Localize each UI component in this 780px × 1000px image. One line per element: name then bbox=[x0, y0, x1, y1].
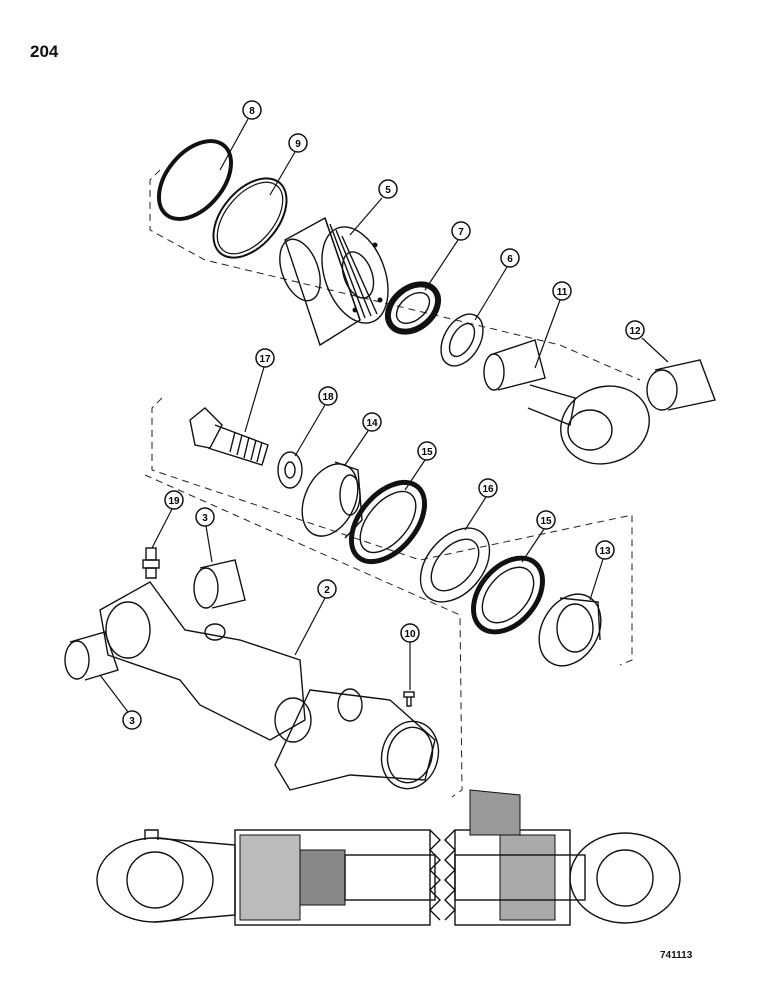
washer-part-18 bbox=[277, 451, 303, 489]
wiper-part-6 bbox=[440, 313, 484, 367]
svg-text:17: 17 bbox=[259, 354, 271, 365]
piston-rod-part-11 bbox=[483, 339, 650, 465]
gland-part-13 bbox=[538, 593, 602, 667]
svg-text:19: 19 bbox=[168, 496, 180, 507]
callout-15-lower: 15 bbox=[521, 510, 556, 563]
piston-seal-part-15-lower bbox=[471, 555, 545, 635]
callout-2: 2 bbox=[294, 579, 337, 656]
callout-12: 12 bbox=[625, 320, 669, 363]
bushing-part-12 bbox=[646, 359, 716, 411]
svg-text:7: 7 bbox=[458, 227, 464, 238]
cylinder-tube-part-2 bbox=[99, 581, 440, 791]
piston-part-14 bbox=[301, 461, 363, 539]
callout-5: 5 bbox=[349, 179, 398, 236]
callout-17: 17 bbox=[244, 348, 275, 433]
svg-text:3: 3 bbox=[129, 716, 135, 727]
callout-9: 9 bbox=[269, 133, 308, 196]
svg-text:2: 2 bbox=[324, 585, 330, 596]
svg-text:16: 16 bbox=[482, 484, 494, 495]
callout-3-lower: 3 bbox=[99, 674, 142, 730]
bolt-part-17 bbox=[189, 407, 269, 466]
piston-seal-part-15-upper bbox=[348, 479, 428, 565]
lower-group-outline bbox=[144, 474, 463, 798]
svg-text:9: 9 bbox=[295, 139, 301, 150]
callout-15-upper: 15 bbox=[404, 441, 437, 491]
callout-10: 10 bbox=[400, 623, 420, 690]
callout-6: 6 bbox=[474, 248, 520, 321]
callout-8: 8 bbox=[219, 100, 262, 171]
seal-part-7 bbox=[384, 281, 442, 335]
callout-16: 16 bbox=[464, 478, 498, 531]
svg-text:15: 15 bbox=[421, 447, 433, 458]
callout-13: 13 bbox=[589, 540, 615, 601]
upper-group-outline bbox=[149, 169, 641, 381]
grease-fitting-part-19 bbox=[142, 547, 160, 579]
piston-head-part-5 bbox=[279, 216, 389, 347]
assembled-cylinder-cutaway bbox=[96, 789, 681, 926]
o-ring-part-8 bbox=[156, 139, 234, 221]
svg-text:6: 6 bbox=[507, 254, 513, 265]
callout-14: 14 bbox=[344, 412, 382, 466]
svg-text:3: 3 bbox=[202, 513, 208, 524]
backup-ring-part-9 bbox=[212, 177, 288, 259]
callout-19: 19 bbox=[151, 490, 184, 549]
svg-text:14: 14 bbox=[366, 418, 378, 429]
svg-text:15: 15 bbox=[540, 516, 552, 527]
bushing-part-3-upper bbox=[193, 559, 246, 609]
callout-3-upper: 3 bbox=[195, 507, 215, 563]
svg-text:5: 5 bbox=[385, 185, 391, 196]
callout-18: 18 bbox=[294, 386, 338, 457]
page-number: 204 bbox=[30, 42, 59, 61]
ring-part-16 bbox=[419, 527, 491, 603]
svg-text:12: 12 bbox=[629, 326, 641, 337]
svg-text:10: 10 bbox=[404, 629, 416, 640]
callout-11: 11 bbox=[534, 281, 572, 369]
middle-group-outline bbox=[151, 397, 633, 666]
bushing-part-3-lower bbox=[64, 631, 119, 681]
svg-text:11: 11 bbox=[557, 287, 568, 298]
screw-part-10 bbox=[403, 691, 415, 707]
callout-7: 7 bbox=[424, 221, 471, 291]
svg-text:8: 8 bbox=[249, 106, 255, 117]
svg-text:13: 13 bbox=[599, 546, 611, 557]
svg-text:18: 18 bbox=[322, 392, 334, 403]
figure-number: 741113 bbox=[660, 950, 693, 961]
